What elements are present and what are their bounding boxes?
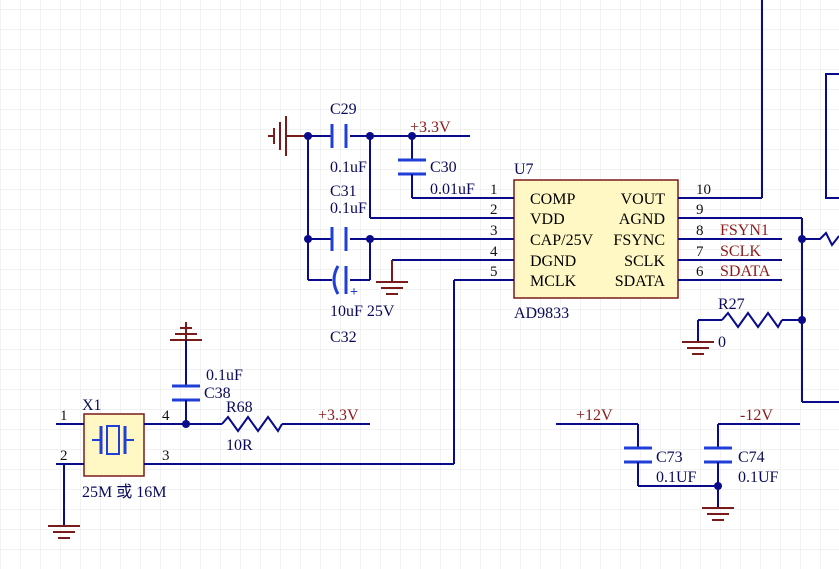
net-sclk: SCLK <box>720 243 761 260</box>
offpage-block <box>825 73 839 199</box>
u7-pin-num-7: 7 <box>696 244 704 260</box>
output-network: FSYN1 SCLK SDATA R27 0 <box>682 0 839 403</box>
u7-pin-num-1: 1 <box>490 182 498 198</box>
net-minus12v: -12V <box>740 407 773 424</box>
net-3v3-osc: +3.3V <box>318 407 359 424</box>
c32-value: 10uF 25V <box>330 303 395 320</box>
u7-pin-num-2: 2 <box>490 202 498 218</box>
u7-pin-name-sclk: SCLK <box>624 253 665 270</box>
u7-pin-name-vdd: VDD <box>530 211 565 228</box>
c74-ref: C74 <box>738 449 765 466</box>
c74-value: 0.1UF <box>738 469 779 486</box>
u7-part-number: AD9833 <box>514 305 569 322</box>
r27-value: 0 <box>718 334 726 351</box>
u7-pin-name-agnd: AGND <box>619 211 665 228</box>
capacitor-c74: C74 0.1UF <box>704 424 779 486</box>
net-3v3-top: +3.3V <box>410 119 451 136</box>
c32-ref: C32 <box>330 329 357 346</box>
u7-pin-name-cap: CAP/25V <box>530 232 594 249</box>
power-decoupling: +12V -12V C73 0.1UF C74 0.1UF <box>556 407 800 521</box>
u7-pin-num-10: 10 <box>696 182 711 198</box>
decoupling-network: C29 0.1uF +3.3V C30 0.01uF C31 0.1uF <box>268 101 478 346</box>
c38-value: 0.1uF <box>206 367 243 384</box>
x1-body <box>83 413 145 477</box>
x1-value: 25M 或 16M <box>82 483 166 501</box>
x1-pin-3: 3 <box>162 448 170 464</box>
c73-value: 0.1UF <box>656 469 697 486</box>
ic-u7: U7 1 2 3 4 5 COMP VDD CAP/25V DGND MCLK … <box>478 161 714 322</box>
capacitor-c73: C73 0.1UF <box>624 424 697 486</box>
capacitor-c32: + 10uF 25V C32 <box>308 265 395 346</box>
u7-ref: U7 <box>514 161 534 178</box>
resistor-r27: R27 0 <box>697 296 802 351</box>
c73-ref: C73 <box>656 449 683 466</box>
x1-pin-4: 4 <box>162 408 170 424</box>
capacitor-c29: C29 0.1uF <box>330 101 367 176</box>
net-fsync: FSYN1 <box>720 222 769 239</box>
u7-pin-name-fsync: FSYNC <box>613 232 665 249</box>
c31-value: 0.1uF <box>330 200 367 217</box>
c29-ref: C29 <box>330 101 357 118</box>
net-sdata: SDATA <box>720 263 771 280</box>
capacitor-c38: 0.1uF C38 <box>172 367 243 402</box>
c32-polarity: + <box>350 285 358 300</box>
x1-ref: X1 <box>82 397 102 414</box>
u7-pin-num-6: 6 <box>696 264 704 280</box>
u7-pin-name-mclk: MCLK <box>530 273 577 290</box>
crystal-x1: X1 25M 或 16M 1 2 3 4 <box>56 397 454 501</box>
u7-pin-name-vout: VOUT <box>621 191 666 208</box>
u7-pin-num-9: 9 <box>696 202 704 218</box>
ground-symbol-c73-c74 <box>702 507 734 521</box>
c29-value: 0.1uF <box>330 159 367 176</box>
c30-ref: C30 <box>430 159 457 176</box>
capacitor-c31: C31 0.1uF <box>308 183 478 251</box>
u7-pin-num-8: 8 <box>696 223 704 239</box>
oscillator-section: 0.1uF C38 X1 25M 或 16M 1 2 3 4 <box>48 322 454 539</box>
u7-pin-num-4: 4 <box>490 244 498 260</box>
u7-pin-name-comp: COMP <box>530 191 575 208</box>
x1-pin-2: 2 <box>60 448 68 464</box>
r68-value: 10R <box>226 437 253 454</box>
c38-ref: C38 <box>204 385 231 402</box>
c30-value: 0.01uF <box>430 181 475 198</box>
r27-ref: R27 <box>718 296 745 313</box>
c31-ref: C31 <box>330 183 357 200</box>
u7-pin-num-3: 3 <box>490 223 498 239</box>
r68-ref: R68 <box>226 399 253 416</box>
capacitor-c30: C30 0.01uF <box>398 136 475 198</box>
u7-pin-name-sdata: SDATA <box>615 273 666 290</box>
x1-pin-1: 1 <box>60 408 68 424</box>
u7-pin-num-5: 5 <box>490 264 498 280</box>
ground-symbol-r27 <box>682 341 714 355</box>
ground-symbol-dgnd <box>376 260 408 295</box>
ic-u7-body <box>513 179 679 299</box>
resistor-r68: R68 10R +3.3V <box>186 399 370 454</box>
net-plus12v: +12V <box>576 407 613 424</box>
u7-pin-name-dgnd: DGND <box>530 253 576 270</box>
ground-symbol-x1 <box>48 525 80 539</box>
